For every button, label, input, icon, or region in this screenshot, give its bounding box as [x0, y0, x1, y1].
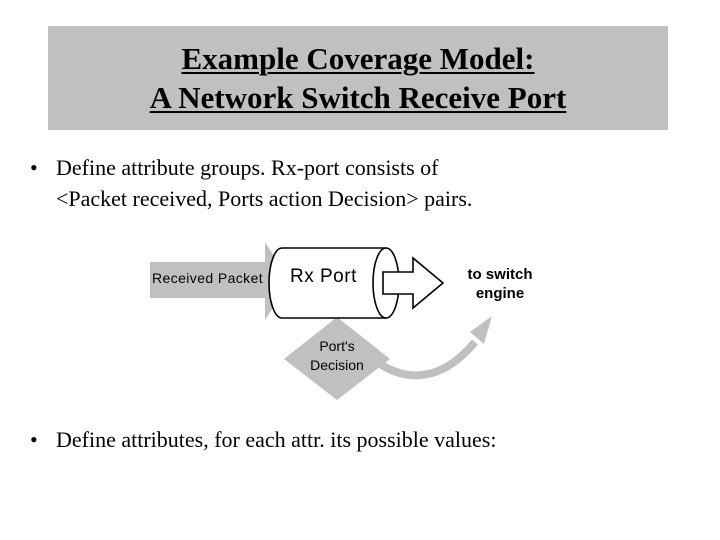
bullet-1-text-line-1: Define attribute groups. Rx-port consist… — [56, 155, 439, 180]
diagram-shapes — [150, 242, 492, 400]
rx-port-label: Rx Port — [290, 266, 357, 287]
bullet-marker-icon: • — [30, 155, 38, 180]
ports-decision-line-2: Decision — [310, 357, 364, 373]
page-title-line-2: A Network Switch Receive Port — [149, 80, 567, 115]
bullet-marker-icon: • — [30, 427, 38, 452]
bullet-2-first-line: • Define attributes, for each attr. its … — [30, 424, 670, 455]
to-switch-engine-line-1: to switch — [467, 266, 533, 283]
to-switch-engine-line-2: engine — [475, 285, 525, 302]
title-banner: Example Coverage Model: A Network Switch… — [48, 26, 668, 130]
bullet-2-text-line-1: Define attributes, for each attr. its po… — [56, 427, 497, 452]
received-packet-arrow-shape — [150, 242, 290, 320]
bullet-1-text-line-2: <Packet received, Ports action Decision>… — [56, 186, 473, 211]
page-title-line-1: Example Coverage Model: — [181, 41, 535, 76]
output-arrow-shape — [382, 256, 445, 310]
ports-decision-label: Port's Decision — [295, 337, 379, 375]
bullet-1-first-line: • Define attribute groups. Rx-port consi… — [30, 152, 670, 183]
ports-decision-diamond-shape — [284, 317, 390, 400]
bullet-item-2: • Define attributes, for each attr. its … — [30, 424, 670, 455]
bullet-item-1: • Define attribute groups. Rx-port consi… — [30, 152, 670, 214]
rx-port-cylinder-shape — [268, 247, 400, 319]
to-switch-engine-label: to switch engine — [452, 265, 548, 303]
received-packet-label: Received Packet — [152, 270, 264, 286]
ports-decision-line-1: Port's — [319, 338, 355, 354]
feedback-curved-arrow-shape — [365, 316, 492, 380]
network-switch-diagram: Received Packet Rx Port to switch engine… — [140, 232, 580, 412]
